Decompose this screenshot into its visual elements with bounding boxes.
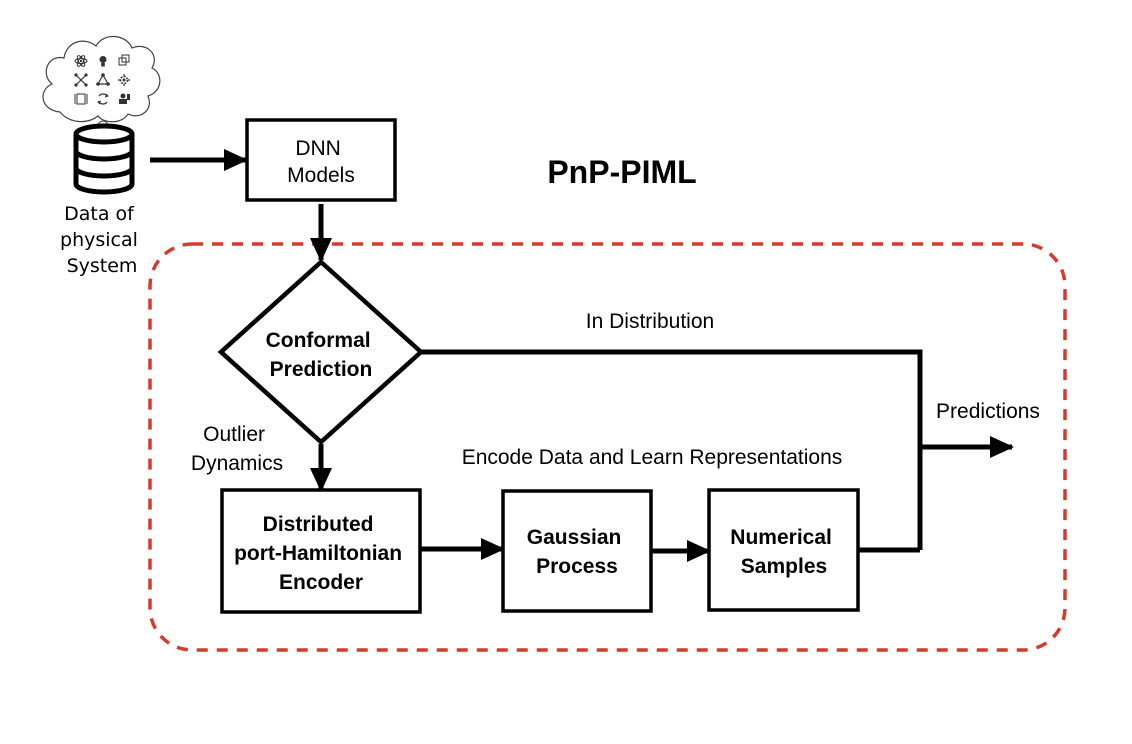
svg-text:Conformal Prediction: Conformal Prediction bbox=[266, 329, 377, 381]
data-source-line-3: System bbox=[67, 255, 138, 277]
conformal-line-2: Prediction bbox=[270, 358, 373, 381]
network-icon bbox=[74, 73, 88, 87]
label-encode-data: Encode Data and Learn Representations bbox=[462, 446, 843, 469]
data-source-line-1: Data of bbox=[64, 203, 135, 225]
svg-text:DNN Models: DNN Models bbox=[287, 137, 355, 187]
numerical-line-1: Numerical bbox=[730, 526, 832, 549]
bulb-icon bbox=[99, 56, 107, 67]
database-icon bbox=[73, 123, 135, 195]
node-gaussian-process: Gaussian Process bbox=[501, 489, 653, 613]
numerical-line-2: Samples bbox=[741, 555, 827, 578]
gear-icon bbox=[118, 74, 130, 86]
svg-text:Numerical Samples: Numerical Samples bbox=[730, 526, 837, 578]
thought-cloud bbox=[42, 35, 161, 138]
dnn-line-1: DNN bbox=[295, 137, 341, 160]
outlier-line-2: Dynamics bbox=[191, 452, 283, 475]
node-dnn-models: DNN Models bbox=[245, 118, 397, 202]
person-icon bbox=[119, 93, 130, 104]
frame-icon bbox=[74, 93, 88, 105]
edges bbox=[150, 149, 1014, 562]
svg-text:Gaussian Process: Gaussian Process bbox=[527, 526, 627, 578]
label-outlier-dynamics: Outlier Dynamics bbox=[191, 423, 283, 475]
outlier-line-1: Outlier bbox=[203, 423, 265, 446]
encoder-line-2: port-Hamiltonian bbox=[234, 542, 402, 565]
node-encoder: Distributed port-Hamiltonian Encoder bbox=[220, 488, 422, 614]
label-in-distribution: In Distribution bbox=[586, 310, 714, 333]
diagram-title: PnP-PIML bbox=[547, 154, 696, 190]
pnp-piml-region bbox=[148, 242, 1067, 652]
recycle-icon bbox=[97, 93, 109, 105]
gaussian-line-1: Gaussian bbox=[527, 526, 622, 549]
svg-text:Distributed port-Hamilto: Distributed port-Hamiltonian Encoder bbox=[234, 513, 408, 594]
gaussian-line-2: Process bbox=[536, 555, 618, 578]
node-numerical-samples: Numerical Samples bbox=[707, 488, 860, 612]
dnn-line-2: Models bbox=[287, 164, 355, 187]
label-predictions: Predictions bbox=[936, 400, 1040, 423]
data-source-label: Data of physical System bbox=[60, 203, 144, 277]
edge-in-distribution bbox=[421, 349, 923, 550]
encoder-line-3: Encoder bbox=[279, 571, 363, 594]
molecule-icon bbox=[96, 73, 110, 86]
conformal-line-1: Conformal bbox=[266, 329, 371, 352]
cube-icon bbox=[118, 54, 130, 66]
encoder-line-1: Distributed bbox=[263, 513, 374, 536]
node-conformal-prediction: Conformal Prediction bbox=[217, 258, 425, 446]
data-source-line-2: physical bbox=[60, 229, 138, 251]
